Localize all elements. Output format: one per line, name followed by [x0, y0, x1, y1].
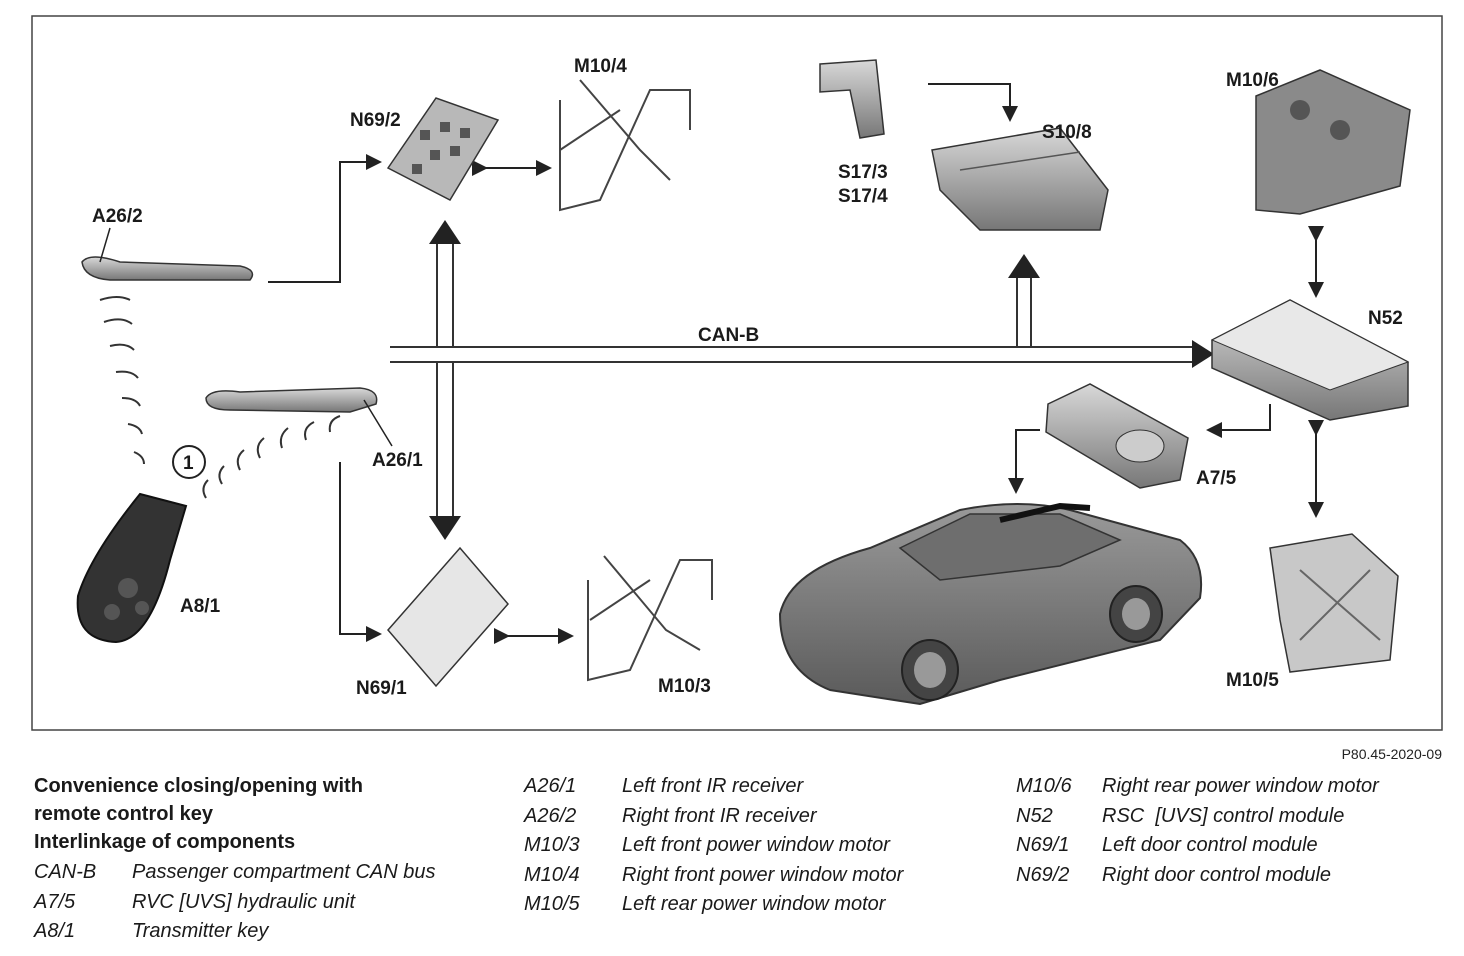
legend-row: M10/5 Left rear power window motor: [524, 890, 903, 920]
legend-desc: Right door control module: [1102, 863, 1332, 886]
caption-title-line: remote control key: [34, 803, 213, 825]
legend-row: CAN-B Passenger compartment CAN bus: [34, 858, 464, 888]
window-motor-m10-4: [559, 79, 691, 212]
label-s10-8: S10/8: [1042, 122, 1092, 143]
marker-circle: [172, 445, 206, 479]
hydraulic-unit-a7-5: [1045, 383, 1189, 489]
legend-desc: Right front IR receiver: [622, 804, 817, 827]
legend-row: N52 RSC [UVS] control module: [1016, 802, 1379, 832]
signal-lines: [268, 83, 1324, 644]
legend-row: A8/1 Transmitter key: [34, 917, 464, 947]
window-motor-m10-6: [1255, 69, 1411, 215]
legend-row: A26/2 Right front IR receiver: [524, 802, 903, 832]
label-s17-3: S17/3: [838, 162, 888, 183]
label-a7-5: A7/5: [1196, 468, 1237, 489]
legend-column-1: CAN-B Passenger compartment CAN bus A7/5 R…: [34, 858, 464, 947]
legend-row: N69/1 Left door control module: [1016, 831, 1379, 861]
legend-code: N69/1: [1016, 834, 1070, 856]
car-illustration: [778, 502, 1203, 706]
legend-desc: Left front power window motor: [622, 834, 890, 856]
label-n69-2: N69/2: [350, 110, 401, 131]
label-m10-3: M10/3: [658, 676, 711, 697]
window-motor-m10-5: [1269, 533, 1399, 673]
window-motor-m10-3: [587, 555, 713, 682]
control-module-n52: [1210, 299, 1410, 421]
can-b-arrowheads: [429, 220, 1214, 540]
can-b-bus: [390, 240, 1195, 517]
door-module-n69-2: [386, 97, 500, 201]
legend-desc: Right rear power window motor: [1102, 775, 1379, 797]
switch-s17: [819, 59, 885, 139]
door-module-n69-1: [387, 546, 509, 688]
legend-code: M10/3: [524, 834, 580, 856]
legend-code: A26/1: [524, 775, 577, 797]
diagram-frame: [31, 15, 1443, 731]
legend-code: N69/2: [1016, 863, 1070, 886]
legend-desc: Left front IR receiver: [622, 775, 804, 797]
legend-row: A26/1 Left front IR receiver: [524, 772, 903, 802]
legend-row: M10/6 Right rear power window motor: [1016, 772, 1379, 802]
caption-title-line: Interlinkage of components: [34, 831, 296, 853]
label-can-b: CAN-B: [698, 325, 759, 346]
label-n52: N52: [1368, 308, 1403, 329]
legend-desc: Passenger compartment CAN bus: [132, 861, 436, 883]
legend-code: M10/4: [524, 863, 580, 886]
ir-receiver-a26-1: [205, 387, 378, 413]
legend-code: A26/2: [524, 804, 577, 827]
legend-code: CAN-B: [34, 861, 97, 883]
legend-code: N52: [1016, 804, 1053, 827]
legend-row: M10/3 Left front power window motor: [524, 831, 903, 861]
figure-code: P80.45-2020-09: [1341, 746, 1442, 762]
label-m10-5: M10/5: [1226, 670, 1279, 691]
legend-code: A7/5: [34, 890, 76, 913]
ir-signal-waves: [99, 296, 341, 499]
legend-desc: RSC [UVS] control module: [1102, 804, 1345, 827]
legend-desc: RVC [UVS] hydraulic unit: [132, 890, 356, 913]
label-a26-1: A26/1: [372, 450, 423, 471]
legend-row: A7/5 RVC [UVS] hydraulic unit: [34, 888, 464, 918]
label-s17-4: S17/4: [838, 186, 888, 207]
caption-block: Convenience closing/opening with remote …: [34, 772, 464, 947]
legend-code: M10/5: [524, 893, 580, 915]
component-diagram: A26/2 A26/1 A8/1 N69/2 N69/1 M10/4 M10/3…: [31, 15, 1443, 731]
legend-desc: Right front power window motor: [622, 863, 904, 886]
marker-label: 1: [183, 453, 194, 474]
legend-desc: Transmitter key: [132, 920, 269, 942]
legend-code: A8/1: [34, 920, 76, 942]
caption-title-line: Convenience closing/opening with: [34, 775, 363, 797]
legend-row: N69/2 Right door control module: [1016, 861, 1379, 891]
legend-desc: Left door control module: [1102, 834, 1318, 856]
ir-receiver-a26-2: [81, 256, 254, 281]
label-m10-6: M10/6: [1226, 70, 1279, 91]
legend-desc: Left rear power window motor: [622, 893, 886, 915]
legend-row: M10/4 Right front power window motor: [524, 861, 903, 891]
transmitter-key-a8-1: [76, 492, 188, 644]
label-a8-1: A8/1: [180, 596, 221, 617]
legend-column-3: M10/6 Right rear power window motor N52 RS…: [1016, 772, 1379, 890]
label-m10-4: M10/4: [574, 56, 627, 77]
legend-code: M10/6: [1016, 775, 1072, 797]
switch-panel-s10-8: [931, 127, 1109, 231]
label-n69-1: N69/1: [356, 678, 407, 699]
label-a26-2: A26/2: [92, 206, 143, 227]
